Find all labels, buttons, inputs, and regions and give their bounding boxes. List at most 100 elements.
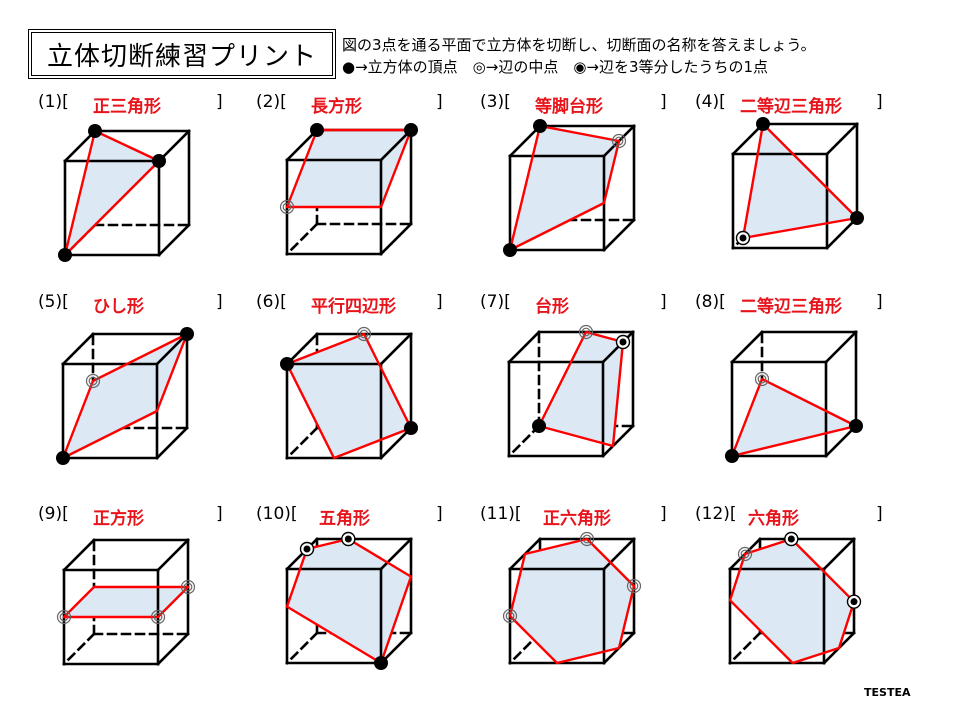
- cube-edge: [731, 122, 765, 156]
- midpoint-outer-ring: [150, 609, 166, 625]
- cube-edge: [285, 128, 319, 162]
- cube-figure: [502, 531, 642, 665]
- cube-figure: [503, 119, 636, 257]
- midpoint-inner-ring: [505, 611, 515, 621]
- answer-bracket-close: ]: [660, 292, 667, 312]
- trisection-point-icon: [299, 541, 315, 557]
- vertex-point-icon: [310, 123, 324, 137]
- midpoint-inner-ring: [88, 376, 98, 386]
- cube-edge: [155, 332, 189, 366]
- answer-bracket-close: ]: [660, 92, 667, 112]
- vertex-point-icon: [850, 211, 864, 225]
- vertex-point-icon: [404, 421, 418, 435]
- cube-figure: [280, 326, 418, 460]
- vertex-point-icon: [849, 419, 863, 433]
- section-fill: [510, 126, 619, 250]
- problem-number: (12)[: [695, 504, 737, 524]
- hidden-edge: [285, 426, 319, 460]
- answer-text: 六角形: [748, 509, 799, 529]
- answer-text: ひし形: [93, 297, 144, 317]
- instruction-text: 図の3点を通る平面で立方体を切断し、切断面の名称を答えましょう。: [342, 36, 816, 54]
- trisection-dot: [303, 545, 311, 553]
- cube-edge: [507, 330, 541, 364]
- cube-edge: [379, 128, 413, 162]
- answer-text: 正方形: [93, 509, 144, 529]
- problem-number: (3)[: [480, 92, 511, 112]
- cube-edge: [824, 424, 858, 458]
- answer-text: 正六角形: [543, 509, 611, 529]
- cube-edge: [156, 538, 190, 572]
- answer-bracket-close: ]: [436, 504, 443, 524]
- midpoint-outer-ring: [578, 324, 594, 340]
- answer-bracket-close: ]: [436, 92, 443, 112]
- midpoint-inner-ring: [153, 612, 163, 622]
- problem-number: (4)[: [695, 92, 726, 112]
- answer-bracket-close: ]: [216, 504, 223, 524]
- cube-edge: [155, 426, 189, 460]
- section-outline: [508, 124, 621, 252]
- problem-number: (9)[: [38, 504, 69, 524]
- cube-edge: [285, 332, 319, 366]
- cube-figure: [507, 324, 635, 458]
- midpoint-icon: [578, 324, 594, 340]
- midpoint-icon: [737, 546, 753, 562]
- midpoint-inner-ring: [282, 202, 292, 212]
- answer-text: 五角形: [319, 509, 370, 529]
- section-fill: [743, 124, 857, 238]
- trisection-point-icon: [341, 531, 356, 547]
- answer-bracket-close: ]: [436, 292, 443, 312]
- trisection-dot: [344, 535, 352, 543]
- midpoint-outer-ring: [356, 326, 372, 342]
- problem-number: (11)[: [480, 504, 522, 524]
- cube-edge: [61, 332, 95, 366]
- trisection-dot: [787, 535, 795, 543]
- midpoint-icon: [502, 608, 518, 624]
- trisection-dot: [850, 598, 858, 606]
- section-fill: [732, 379, 856, 456]
- answer-bracket-close: ]: [216, 292, 223, 312]
- trisection-point-icon: [735, 230, 751, 246]
- midpoint-outer-ring: [579, 531, 595, 547]
- cube-figure: [279, 123, 418, 256]
- vertex-point-icon: [756, 117, 770, 131]
- cube-figure: [285, 531, 413, 670]
- midpoint-inner-ring: [582, 534, 592, 544]
- midpoint-outer-ring: [56, 609, 72, 625]
- section-outline: [741, 122, 859, 240]
- problem-number: (10)[: [256, 504, 298, 524]
- vertex-point-icon: [56, 451, 70, 465]
- midpoint-outer-ring: [502, 608, 518, 624]
- answer-text: 正三角形: [93, 97, 161, 117]
- answer-text: 二等辺三角形: [740, 297, 842, 317]
- cube-edge: [63, 129, 97, 163]
- vertex-point-icon: [374, 656, 388, 670]
- midpoint-outer-ring: [737, 546, 753, 562]
- midpoint-icon: [611, 133, 627, 149]
- problem-number: (6)[: [256, 292, 287, 312]
- section-fill: [64, 587, 188, 617]
- worksheet-title: 立体切断練習プリント: [28, 29, 336, 79]
- answer-bracket-close: ]: [216, 92, 223, 112]
- answer-bracket-close: ]: [876, 292, 883, 312]
- cube-edge: [602, 218, 636, 252]
- midpoint-icon: [56, 609, 72, 625]
- trisection-dot: [739, 234, 747, 242]
- vertex-point-icon: [532, 419, 546, 433]
- hidden-edge: [507, 424, 541, 458]
- hidden-edge: [62, 632, 96, 666]
- trisection-point-icon: [615, 334, 631, 350]
- vertex-point-icon: [533, 119, 547, 133]
- cube-edge: [379, 332, 413, 366]
- midpoint-outer-ring: [611, 133, 627, 149]
- midpoint-inner-ring: [614, 136, 624, 146]
- trisection-point-icon: [846, 594, 862, 609]
- cube-edge: [825, 122, 859, 156]
- vertex-point-icon: [58, 248, 72, 262]
- trisection-dot: [619, 338, 627, 346]
- midpoint-outer-ring: [180, 579, 196, 595]
- cube-edge: [157, 129, 191, 163]
- cube-edge: [602, 537, 636, 571]
- midpoint-icon: [626, 578, 642, 594]
- answer-text: 長方形: [311, 97, 362, 117]
- cube-edge: [379, 426, 413, 460]
